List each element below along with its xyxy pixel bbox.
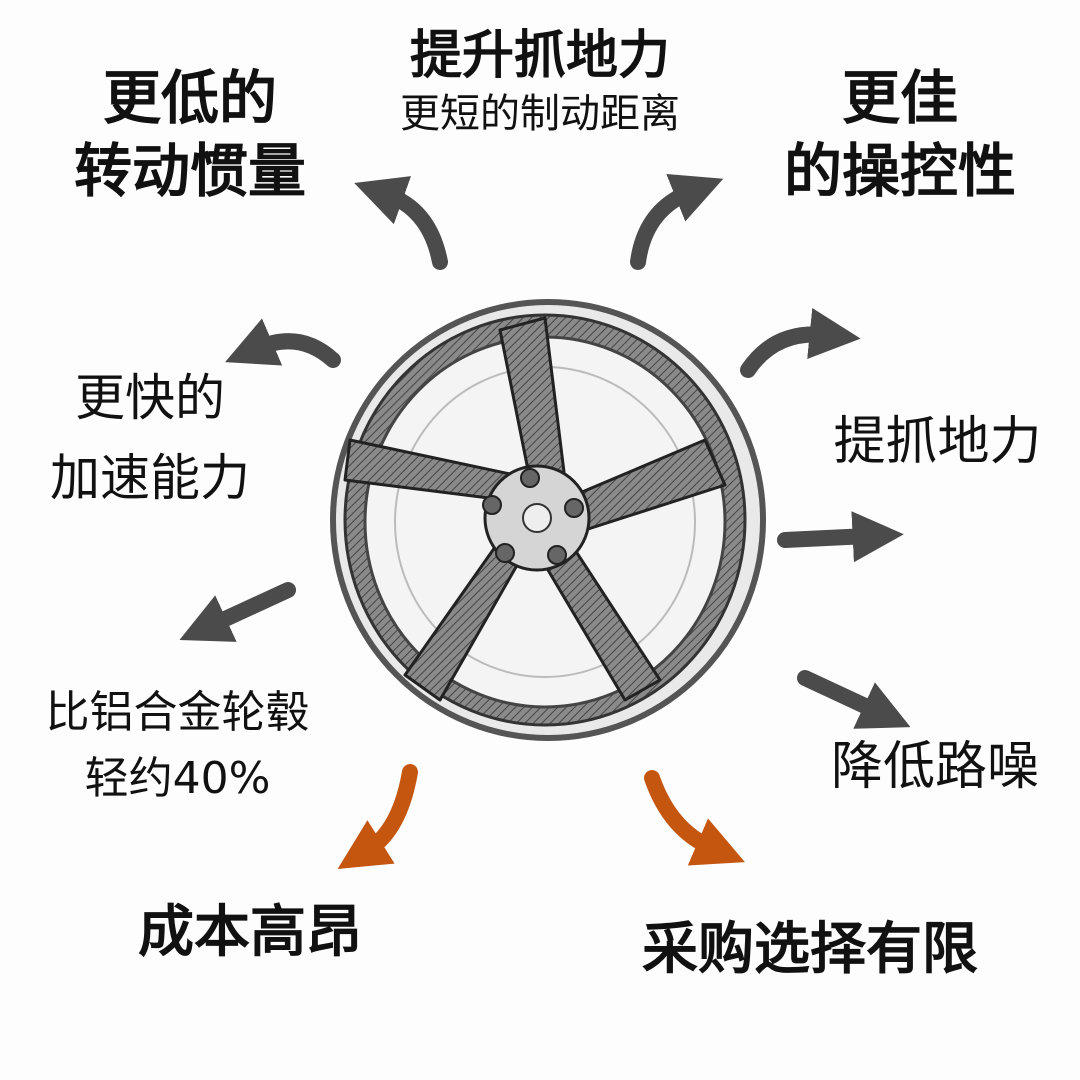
label-noise-reduction: 降低路噪 — [830, 737, 1039, 797]
arrow-cost — [337, 764, 418, 870]
label-line: 更低的 — [102, 64, 277, 132]
label-grip: 提抓地力 — [833, 412, 1042, 472]
label-line: 更快的 — [75, 369, 225, 427]
label-grip-braking: 提升抓地力 更短的制动距离 — [360, 24, 720, 139]
label-line: 加速能力 — [50, 449, 250, 507]
label-line: 转动惯量 — [73, 136, 306, 205]
carbon-wheel-illustration — [330, 299, 766, 741]
label-line: 更佳 — [841, 64, 958, 132]
label-title: 提升抓地力 — [409, 26, 670, 86]
arrow-handling — [740, 308, 861, 378]
arrow-inertia — [354, 176, 448, 270]
label-subtitle: 更短的制动距离 — [400, 91, 680, 137]
arrow-grip — [777, 511, 904, 563]
label-weight: 比铝合金轮毂 轻约40% — [10, 680, 345, 812]
label-line: 比铝合金轮毂 — [45, 687, 310, 738]
label-better-handling: 更佳 的操控性 — [760, 62, 1040, 207]
label-lower-inertia: 更低的 转动惯量 — [50, 62, 330, 207]
arrow-noise — [797, 670, 911, 729]
label-line: 轻约40% — [84, 753, 271, 804]
label-line: 的操控性 — [783, 136, 1016, 205]
arrow-acceleration — [225, 318, 341, 368]
label-faster-acceleration: 更快的 加速能力 — [20, 358, 280, 518]
arrow-choices — [644, 770, 745, 866]
label-high-cost: 成本高昂 — [138, 900, 362, 965]
label-limited-choices: 采购选择有限 — [642, 917, 978, 982]
arrow-grip-braking — [630, 173, 724, 270]
arrow-weight — [179, 582, 296, 642]
